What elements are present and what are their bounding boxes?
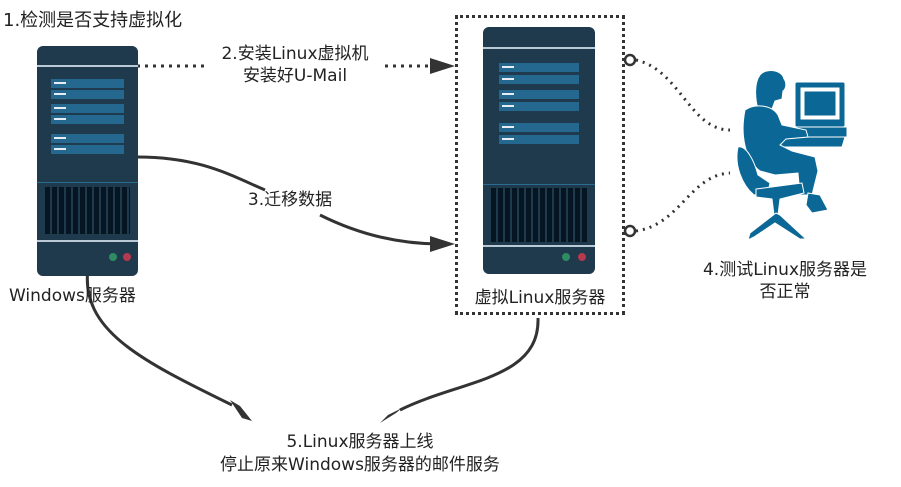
server-mid-line xyxy=(483,184,595,185)
step4-label-line2: 否正常 xyxy=(759,282,811,302)
server-top-line xyxy=(483,47,595,49)
connector-port-bottom xyxy=(623,224,637,238)
arrowhead-step3 xyxy=(430,236,455,252)
arrowhead-step2 xyxy=(430,58,455,74)
step1-label: 1.检测是否支持虚拟化 xyxy=(3,10,183,31)
step4-label-line1: 4.测试Linux服务器是 xyxy=(702,260,868,280)
diamond-step5-right xyxy=(380,408,402,423)
drive-slot xyxy=(51,134,124,143)
server-top-line xyxy=(37,65,138,67)
windows-server-icon xyxy=(37,46,138,276)
drive-slot xyxy=(499,90,579,99)
server-bottom-line xyxy=(37,240,138,242)
person-at-computer-icon xyxy=(736,70,848,241)
server-vent xyxy=(45,187,130,234)
drive-slot xyxy=(499,123,579,132)
led-red-icon xyxy=(123,253,131,261)
led-green-icon xyxy=(562,253,570,261)
connector-step3 xyxy=(136,155,441,246)
virtual-linux-server-label: 虚拟Linux服务器 xyxy=(474,288,606,308)
windows-server-label: Windows服务器 xyxy=(9,286,136,306)
server-vent xyxy=(491,188,587,242)
connector-step4-bottom xyxy=(635,171,731,233)
drive-slot xyxy=(499,102,579,111)
connector-step5-left xyxy=(85,267,233,407)
server-mid-line xyxy=(37,182,138,183)
step2-label-line2: 安装好U-Mail xyxy=(242,66,348,86)
diamond-step5-left xyxy=(230,400,252,421)
step2-label-line1: 2.安装Linux虚拟机 xyxy=(221,44,369,64)
drive-slot xyxy=(51,104,124,113)
drive-slot xyxy=(499,135,579,144)
led-red-icon xyxy=(578,253,586,261)
step5-label-line1: 5.Linux服务器上线 xyxy=(286,432,434,452)
server-bottom-line xyxy=(483,245,595,247)
connector-port-top xyxy=(623,53,637,67)
connector-step4-top xyxy=(635,58,731,132)
drive-slot xyxy=(51,145,124,154)
step5-label-line2: 停止原来Windows服务器的邮件服务 xyxy=(220,455,500,475)
step3-label: 3.迁移数据 xyxy=(247,190,333,210)
drive-slot xyxy=(499,63,579,72)
drive-slot xyxy=(51,79,124,88)
drive-slot xyxy=(51,115,124,124)
linux-server-icon xyxy=(483,27,595,274)
drive-slot xyxy=(51,90,124,99)
virtual-machine-boundary xyxy=(455,15,625,315)
led-green-icon xyxy=(109,253,117,261)
connector-step5-right xyxy=(399,317,540,412)
drive-slot xyxy=(499,75,579,84)
